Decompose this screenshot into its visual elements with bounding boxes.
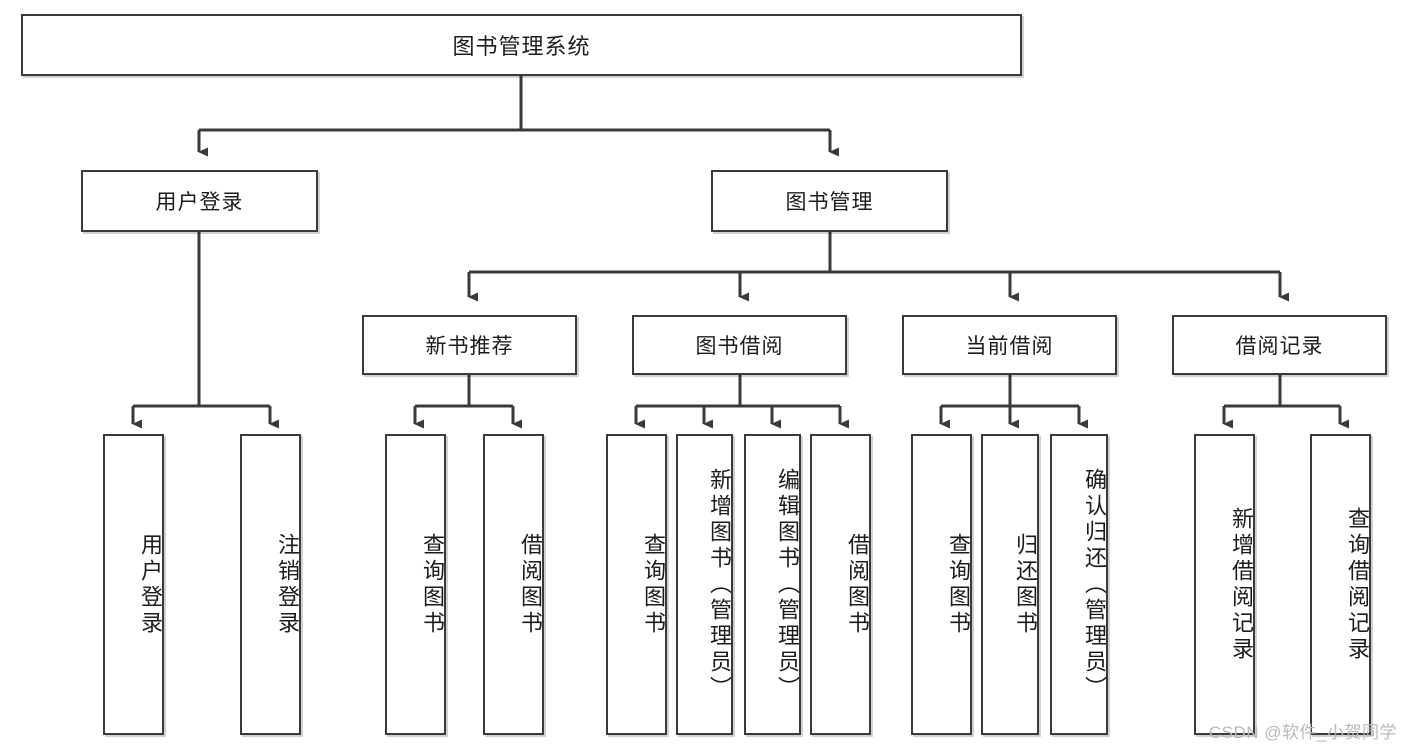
- node-leaf-borrow-book-1[interactable]: 借阅图书: [483, 434, 544, 735]
- node-leaf-logout[interactable]: 注销登录: [240, 434, 301, 735]
- node-leaf-query-book-2[interactable]: 查询图书: [606, 434, 667, 735]
- node-leaf-user-login[interactable]: 用户登录: [103, 434, 164, 735]
- node-book-borrow-label: 图书借阅: [695, 335, 784, 358]
- node-leaf-return-book-label: 归还图书: [1013, 532, 1038, 637]
- node-leaf-borrow-book-1-label: 借阅图书: [518, 532, 543, 637]
- node-leaf-query-record[interactable]: 查询借阅记录: [1310, 434, 1371, 735]
- node-leaf-borrow-book-2-label: 借阅图书: [845, 532, 870, 637]
- node-leaf-confirm-return[interactable]: 确认归还（管理员）: [1050, 434, 1108, 735]
- node-leaf-logout-label: 注销登录: [275, 532, 300, 637]
- node-leaf-add-book[interactable]: 新增图书（管理员）: [676, 434, 733, 735]
- node-current-borrow[interactable]: 当前借阅: [902, 315, 1117, 375]
- node-leaf-edit-book[interactable]: 编辑图书（管理员）: [744, 434, 801, 735]
- node-leaf-borrow-book-2[interactable]: 借阅图书: [810, 434, 871, 735]
- node-new-book-rec[interactable]: 新书推荐: [362, 315, 577, 375]
- node-root[interactable]: 图书管理系统: [21, 14, 1022, 76]
- node-leaf-query-book-3[interactable]: 查询图书: [911, 434, 972, 735]
- node-leaf-add-record-label: 新增借阅记录: [1229, 506, 1254, 663]
- node-user-login-label: 用户登录: [155, 191, 244, 214]
- node-leaf-query-record-label: 查询借阅记录: [1345, 506, 1370, 663]
- node-leaf-return-book[interactable]: 归还图书: [981, 434, 1039, 735]
- watermark-text: CSDN @软件_小贺同学: [1208, 723, 1397, 742]
- node-user-login[interactable]: 用户登录: [81, 170, 318, 232]
- node-leaf-user-login-label: 用户登录: [138, 532, 163, 637]
- node-current-borrow-label: 当前借阅: [965, 335, 1054, 358]
- node-borrow-record[interactable]: 借阅记录: [1172, 315, 1387, 375]
- node-leaf-confirm-return-label: 确认归还（管理员）: [1082, 467, 1107, 702]
- node-leaf-query-book-1[interactable]: 查询图书: [385, 434, 446, 735]
- node-new-book-rec-label: 新书推荐: [425, 335, 514, 358]
- node-book-borrow[interactable]: 图书借阅: [632, 315, 847, 375]
- node-book-manage-label: 图书管理: [785, 191, 874, 214]
- node-leaf-query-book-2-label: 查询图书: [641, 532, 666, 637]
- node-leaf-query-book-1-label: 查询图书: [420, 532, 445, 637]
- node-leaf-query-book-3-label: 查询图书: [946, 532, 971, 637]
- node-book-manage[interactable]: 图书管理: [711, 170, 948, 232]
- node-leaf-add-book-label: 新增图书（管理员）: [707, 467, 732, 702]
- node-leaf-add-record[interactable]: 新增借阅记录: [1194, 434, 1255, 735]
- node-root-label: 图书管理系统: [452, 34, 591, 59]
- node-borrow-record-label: 借阅记录: [1235, 335, 1324, 358]
- node-leaf-edit-book-label: 编辑图书（管理员）: [775, 467, 800, 702]
